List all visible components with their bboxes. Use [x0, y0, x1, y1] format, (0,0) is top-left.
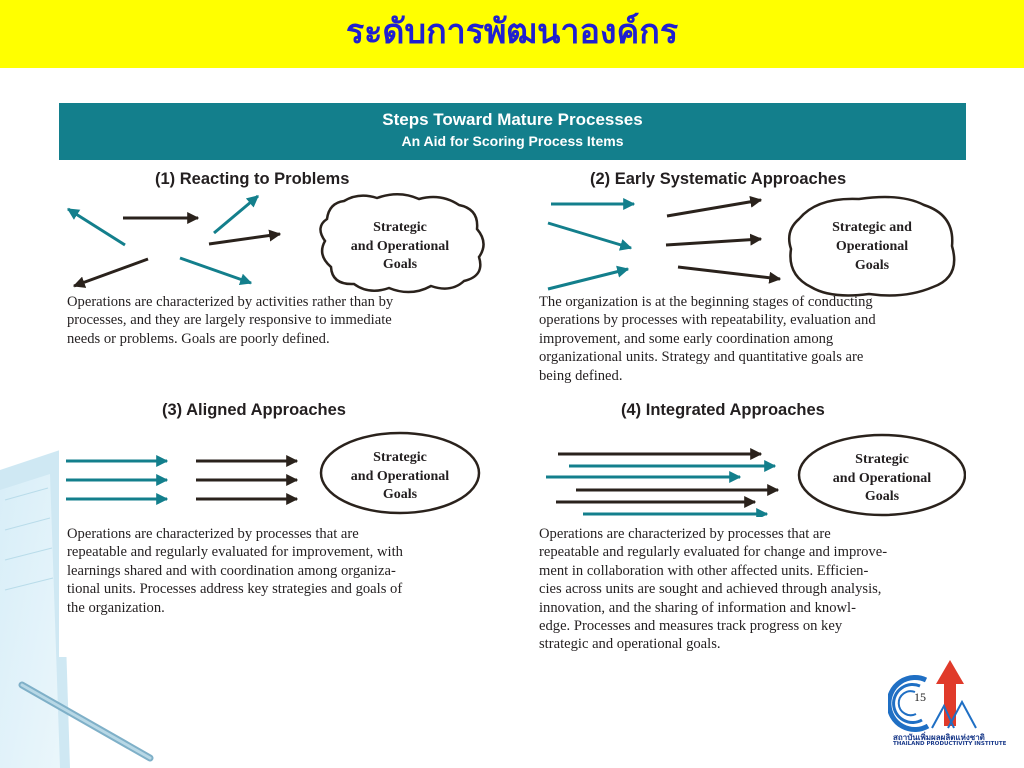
description-line: Operations are characterized by processe… — [539, 526, 831, 542]
description-line: ment in collaboration with other affecte… — [539, 562, 869, 579]
goal-line: and Operational — [351, 469, 450, 484]
panel-header: Steps Toward Mature Processes An Aid for… — [59, 103, 966, 160]
description-line: improvement, and some early coordination… — [539, 330, 834, 347]
quadrant-4-title: (4) Integrated Approaches — [621, 401, 825, 419]
quadrant-1-description: Operations are characterized by activiti… — [67, 293, 393, 348]
logo-thai-name: สถาบันเพิ่มผลผลิตแห่งชาติ — [893, 733, 985, 742]
scattered-arrow — [72, 257, 149, 288]
description-line: needs or problems. Goals are poorly defi… — [67, 330, 330, 347]
description-line: operations by processes with repeatabili… — [539, 312, 876, 329]
quadrant-2-diagram: Strategic and Operational Goals — [547, 195, 956, 297]
page-number: 15 — [914, 690, 926, 704]
panel-header-subtitle: An Aid for Scoring Process Items — [401, 133, 624, 149]
scattered-arrow — [66, 207, 126, 247]
goal-line: Strategic — [855, 452, 909, 467]
quadrant-1-title: (1) Reacting to Problems — [155, 170, 350, 188]
description-line: innovation, and the sharing of informati… — [539, 599, 856, 616]
description-line: organizational units. Strategy and quant… — [539, 349, 864, 366]
goal-line: and Operational — [351, 239, 450, 254]
description-line: cies across units are sought and achieve… — [539, 581, 882, 598]
quadrant-2-title: (2) Early Systematic Approaches — [590, 170, 847, 188]
developing-arrow — [547, 221, 633, 251]
goal-line: Goals — [855, 258, 890, 273]
developing-arrow — [547, 265, 630, 291]
description-line: Operations are characterized by processe… — [67, 526, 359, 542]
logo-english-name: THAILAND PRODUCTIVITY INSTITUTE — [893, 741, 1007, 747]
description-line: Operations are characterized by activiti… — [67, 294, 394, 310]
goals-ellipse — [797, 433, 966, 517]
goals-cloud — [319, 193, 485, 294]
quadrant-3-description: Operations are characterized by processe… — [67, 525, 403, 617]
goals-blob — [788, 195, 956, 297]
quadrant-4-diagram: Strategic and Operational Goals — [546, 433, 966, 517]
quadrant-2-description: The organization is at the beginning sta… — [539, 293, 876, 385]
description-line: tional units. Processes address key stra… — [67, 581, 403, 598]
description-line: The organization is at the beginning sta… — [539, 294, 873, 310]
developing-arrow — [677, 265, 782, 284]
developing-arrow — [666, 195, 763, 218]
notepad-pen-decoration-icon — [0, 450, 154, 768]
goal-line: Operational — [836, 239, 908, 254]
title-bar — [0, 0, 1024, 68]
description-line: processes, and they are largely responsi… — [67, 312, 392, 329]
goal-line: Goals — [865, 489, 900, 504]
scattered-arrow — [179, 256, 253, 286]
quadrant-3-title: (3) Aligned Approaches — [162, 401, 346, 419]
description-line: being defined. — [539, 367, 623, 384]
mature-processes-panel: Steps Toward Mature Processes An Aid for… — [59, 103, 966, 657]
description-line: learnings shared and with coordination a… — [67, 562, 396, 579]
goal-line: Strategic — [373, 220, 427, 235]
description-line: the organization. — [67, 599, 165, 616]
description-line: edge. Processes and measures track progr… — [539, 618, 843, 635]
slide-title: ระดับการพัฒนาองค์กร — [345, 12, 679, 52]
goal-line: Strategic — [373, 450, 427, 465]
goals-ellipse — [319, 431, 481, 515]
panel-header-title: Steps Toward Mature Processes — [382, 110, 643, 129]
quadrant-3-diagram: Strategic and Operational Goals — [66, 431, 481, 515]
description-line: repeatable and regularly evaluated for i… — [67, 544, 403, 561]
quadrant-1-diagram: Strategic and Operational Goals — [66, 193, 485, 294]
goal-line: and Operational — [833, 471, 932, 486]
goal-line: Goals — [383, 487, 418, 502]
description-line: strategic and operational goals. — [539, 636, 721, 653]
goal-line: Goals — [383, 257, 418, 272]
scattered-arrow — [213, 194, 259, 235]
productivity-institute-logo-icon — [888, 660, 977, 732]
developing-arrow — [665, 233, 763, 247]
description-line: repeatable and regularly evaluated for c… — [539, 544, 888, 561]
scattered-arrow — [208, 229, 282, 246]
goal-line: Strategic and — [832, 220, 912, 235]
quadrant-4-description: Operations are characterized by processe… — [539, 525, 887, 654]
